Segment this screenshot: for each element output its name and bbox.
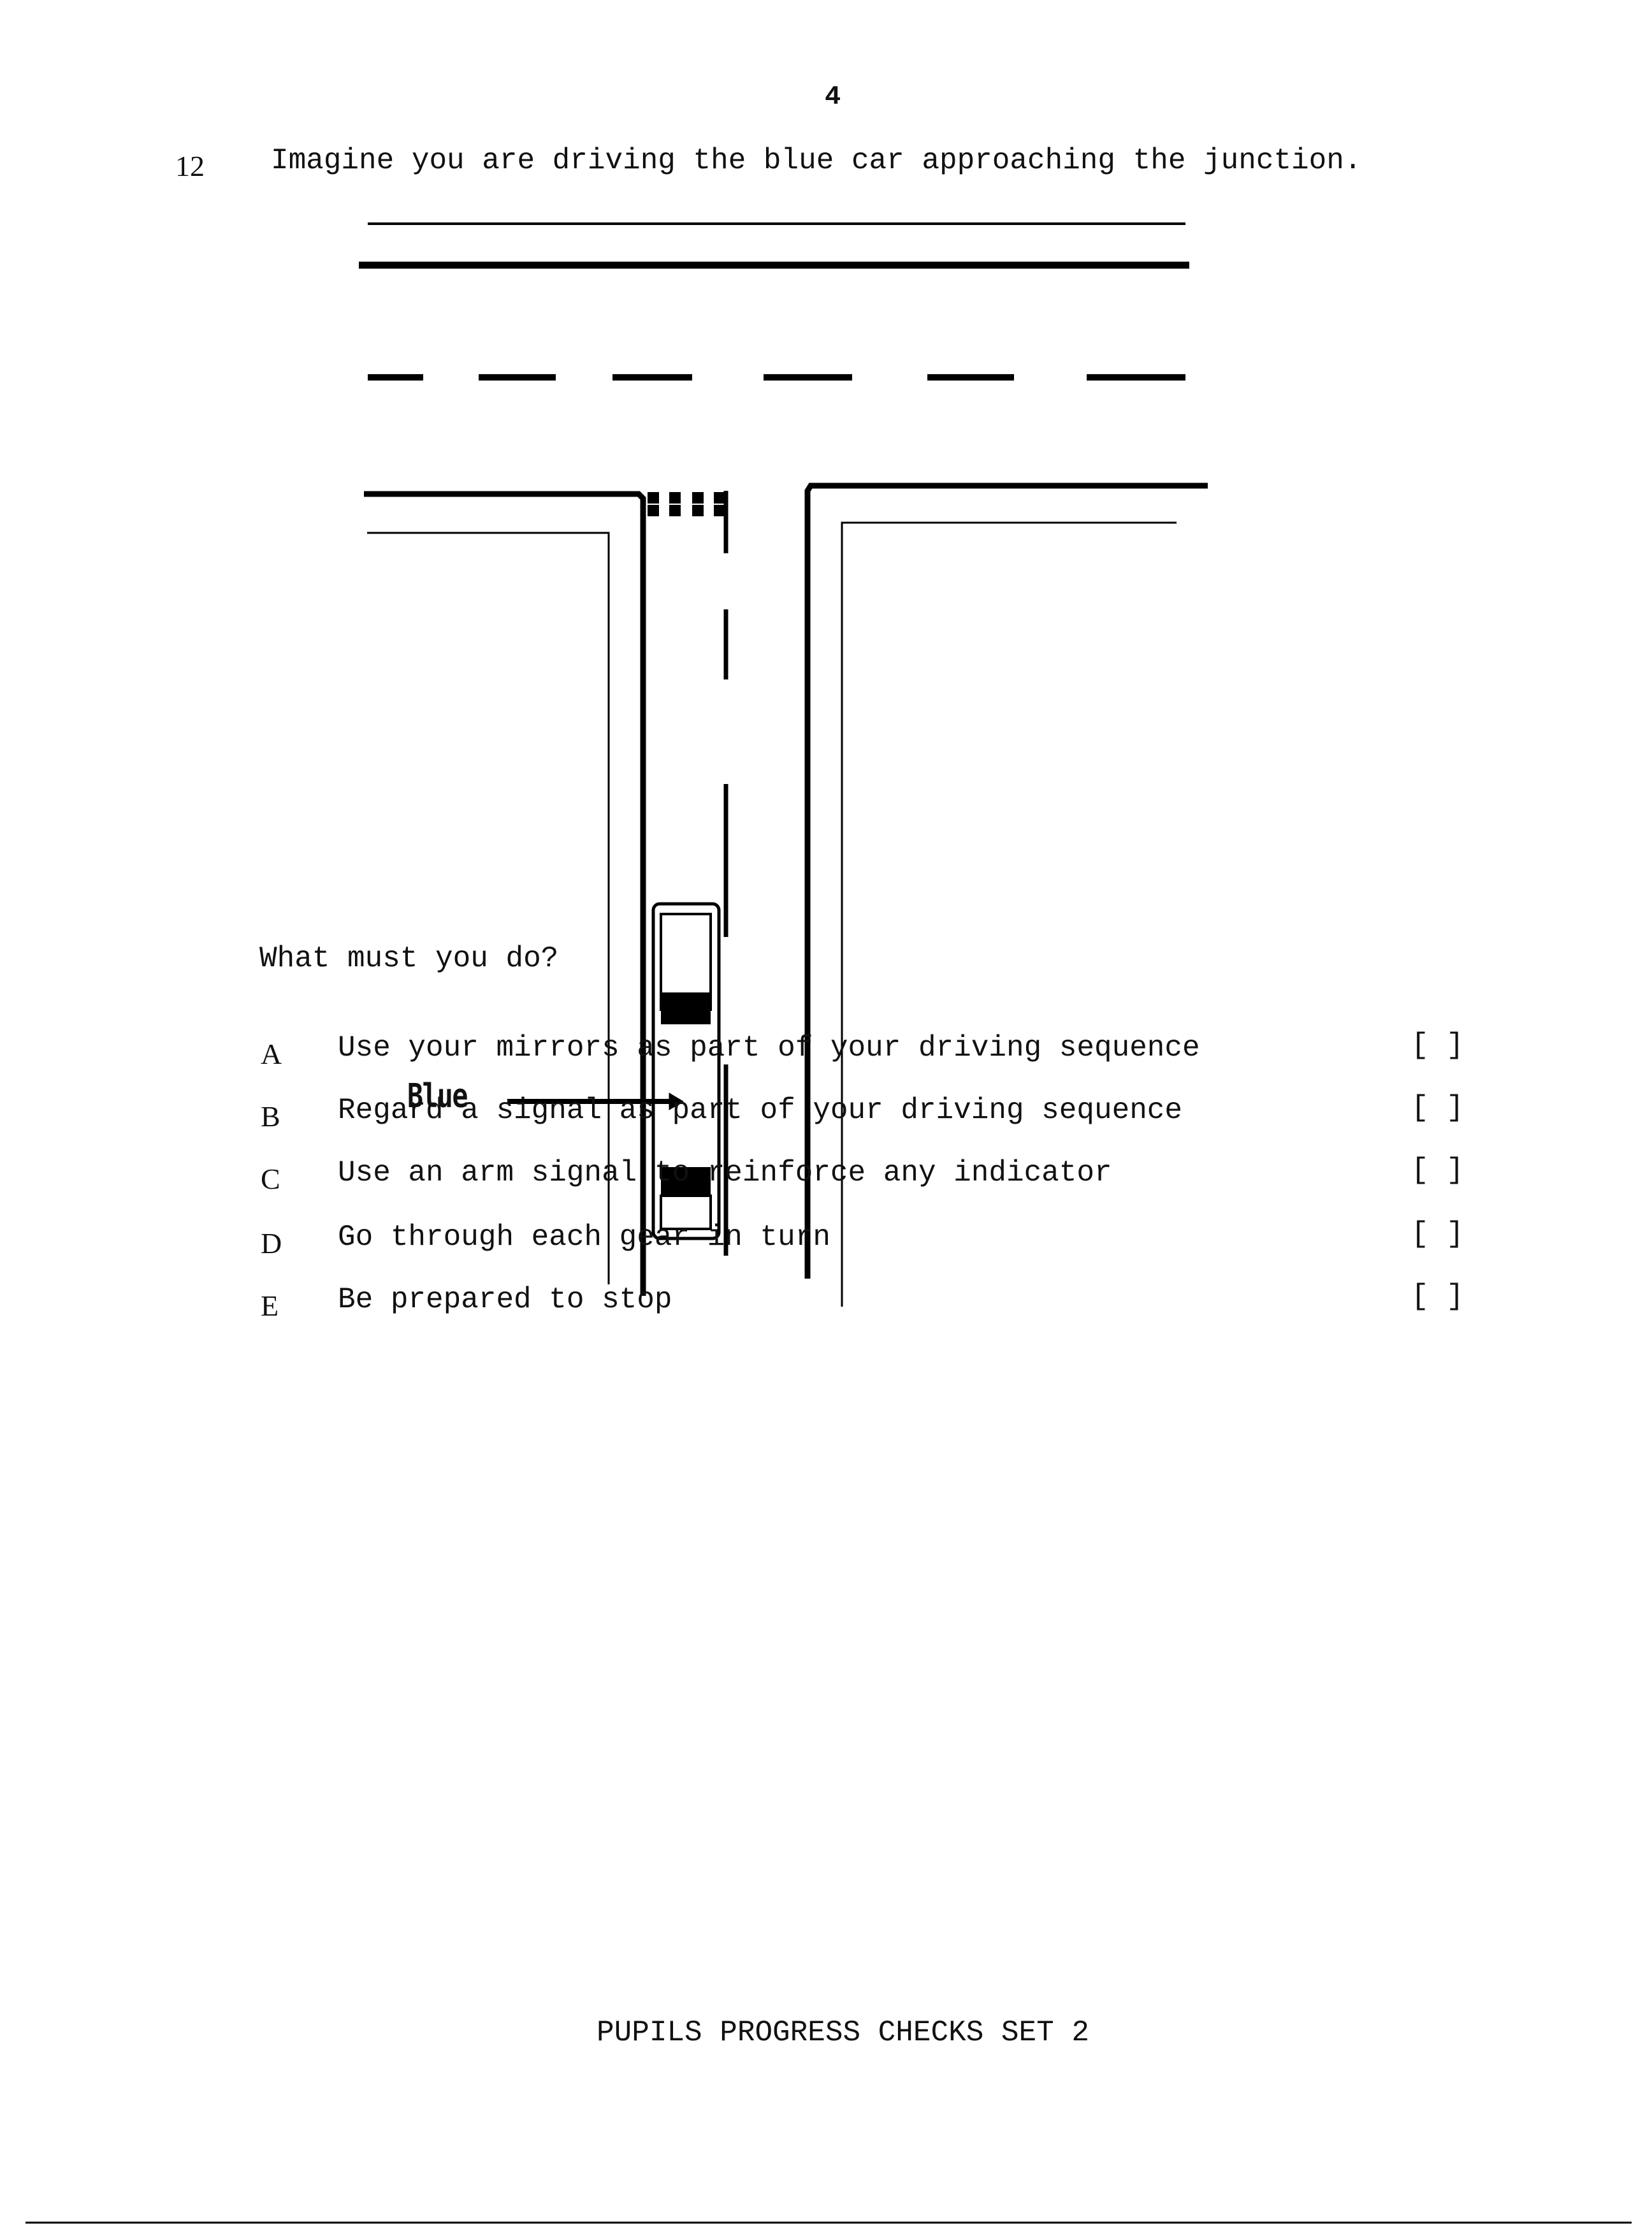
side-road-left-edge <box>364 491 646 1296</box>
page-number: 4 <box>825 82 841 112</box>
option-text: Regard a signal as part of your driving … <box>338 1094 1183 1127</box>
option-text: Use an arm signal to reinforce any indic… <box>338 1156 1112 1189</box>
option-letter: A <box>261 1038 282 1070</box>
question-number: 12 <box>175 150 205 182</box>
option-text: Use your mirrors as part of your driving… <box>338 1031 1200 1064</box>
option-letter: E <box>261 1289 279 1322</box>
arrow <box>507 1093 684 1110</box>
option-letter: D <box>261 1227 282 1260</box>
footer-text: PUPILS PROGRESS CHECKS SET 2 <box>597 2016 1089 2049</box>
option-text: Go through each gear in turn <box>338 1221 830 1254</box>
right-pavement-line <box>841 521 1177 1307</box>
prompt-text: What must you do? <box>259 942 559 975</box>
option-letter: C <box>261 1163 280 1195</box>
answer-checkbox[interactable]: [ ] <box>1411 1091 1464 1124</box>
blue-car <box>651 902 721 1240</box>
give-way-line <box>648 492 725 516</box>
answer-checkbox[interactable]: [ ] <box>1411 1029 1464 1062</box>
side-road-right-edge <box>804 483 1208 1279</box>
question-text: Imagine you are driving the blue car app… <box>271 144 1362 177</box>
option-letter: B <box>261 1100 280 1133</box>
blue-car-label: Blue <box>407 1077 468 1115</box>
answer-checkbox[interactable]: [ ] <box>1411 1280 1464 1313</box>
option-text: Be prepared to stop <box>338 1283 672 1316</box>
answer-checkbox[interactable]: [ ] <box>1411 1154 1464 1187</box>
answer-checkbox[interactable]: [ ] <box>1411 1217 1464 1251</box>
left-pavement-line <box>367 532 610 1284</box>
